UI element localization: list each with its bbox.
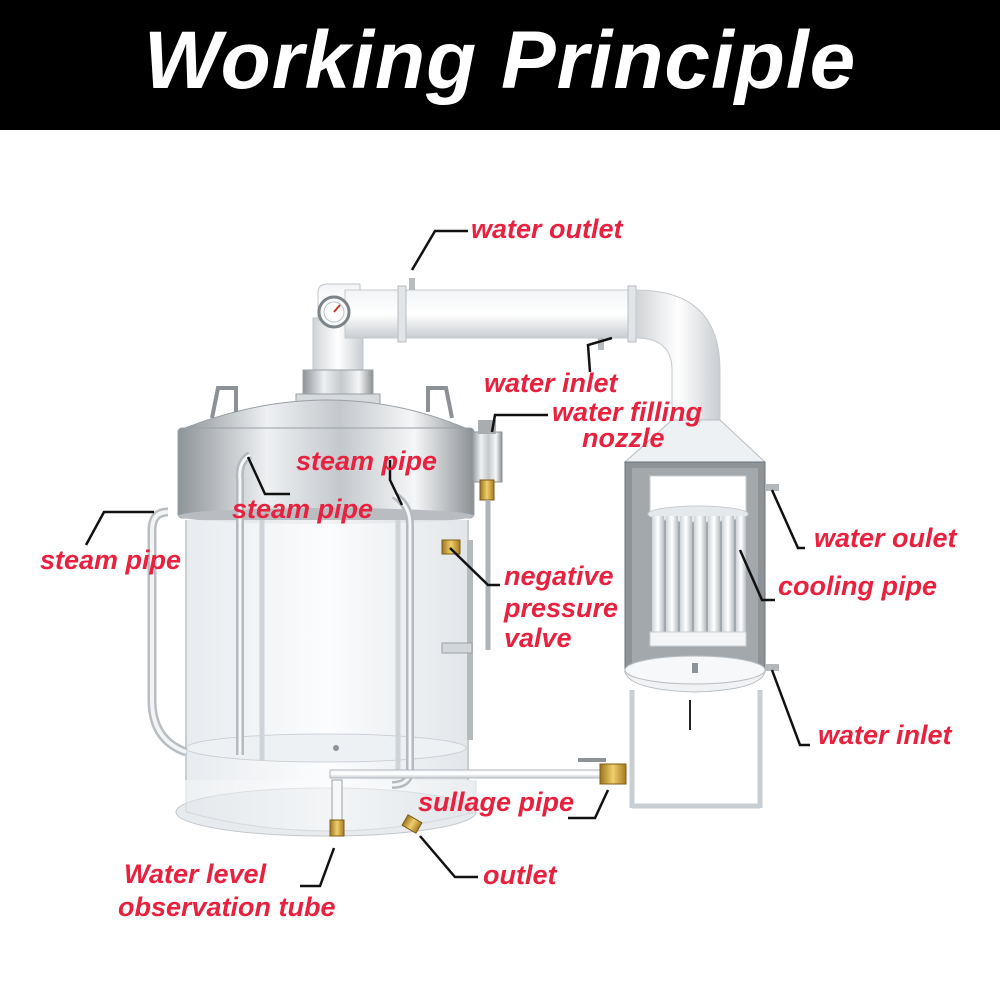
leader-steam-pipe-inner: [246, 456, 290, 496]
label-water-filling-nozzle-line1: water filling: [552, 397, 703, 427]
cooling-tubes: [652, 516, 746, 636]
distiller-diagram: water outlet water inlet water filling n…: [0, 130, 1000, 1000]
leader-cooling-pipe: [738, 549, 775, 602]
label-negative-pressure-valve-line3: valve: [504, 623, 572, 653]
leader-steam-pipe-left: [84, 510, 154, 546]
label-water-oulet-right: water oulet: [814, 523, 957, 553]
main-tank: [147, 369, 627, 837]
leader-water-inlet-top: [586, 336, 613, 373]
leader-sullage-pipe: [568, 789, 610, 820]
label-water-inlet-top: water inlet: [484, 368, 618, 398]
label-sullage-pipe: sullage pipe: [418, 787, 575, 817]
top-pipe: [312, 278, 721, 421]
distiller-illustration: [84, 229, 810, 888]
condenser: [623, 419, 779, 809]
leader-lines: [84, 229, 810, 888]
leader-water-oulet-right: [770, 489, 805, 550]
label-steam-pipe-inner: steam pipe: [232, 494, 374, 524]
label-negative-pressure-valve-line1: negative: [504, 561, 614, 591]
leader-steam-pipe-center: [388, 460, 404, 506]
label-water-outlet-top: water outlet: [471, 214, 623, 244]
label-outlet: outlet: [483, 860, 557, 890]
leader-outlet: [419, 835, 478, 879]
leader-negative-pressure-valve: [449, 547, 500, 587]
label-water-filling-nozzle-line2: nozzle: [582, 423, 665, 453]
label-water-level-tube-line1: Water level: [124, 859, 267, 889]
label-water-level-tube-line2: observation tube: [118, 892, 336, 922]
page-title: Working Principle: [143, 15, 857, 106]
leader-water-level-tube: [300, 847, 336, 888]
label-steam-pipe-left: steam pipe: [40, 545, 182, 575]
label-negative-pressure-valve-line2: pressure: [504, 593, 619, 623]
header-bar: Working Principle: [0, 0, 1000, 130]
label-water-inlet-right: water inlet: [818, 720, 952, 750]
label-cooling-pipe: cooling pipe: [778, 571, 937, 601]
leader-water-inlet-right: [770, 669, 810, 747]
leader-water-outlet-top: [410, 229, 468, 271]
label-steam-pipe-center: steam pipe: [296, 446, 438, 476]
leader-water-filling-nozzle: [490, 413, 548, 433]
